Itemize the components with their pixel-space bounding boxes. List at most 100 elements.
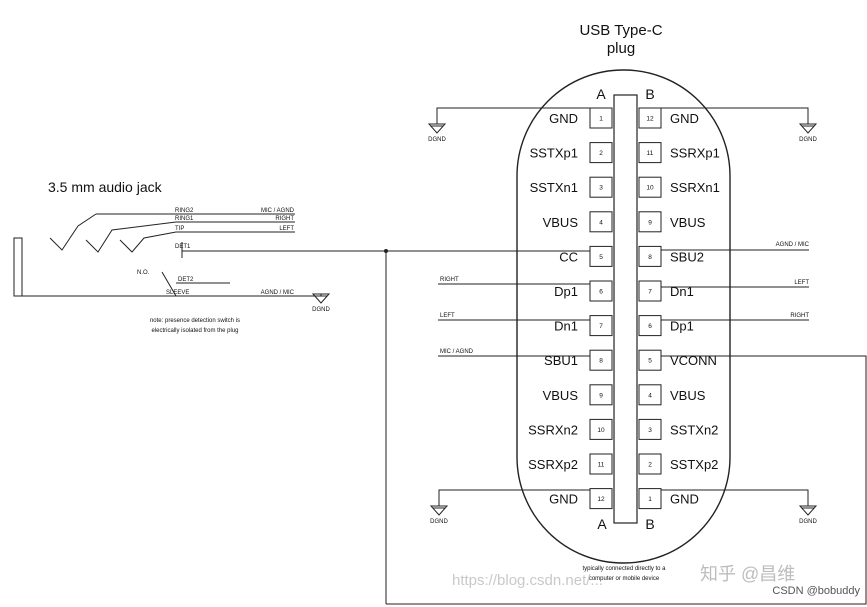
pin-name-a: GND (549, 492, 578, 507)
pin-number-a: 5 (599, 254, 603, 261)
jack-signal-left: LEFT (279, 226, 294, 232)
dgnd-label: DGND (799, 519, 817, 525)
side-a-bottom: A (597, 516, 607, 532)
pin-box-b (638, 280, 662, 302)
pin-number-a: 2 (599, 150, 603, 157)
pin-number-b: 12 (646, 116, 654, 123)
pin-box-b (638, 418, 662, 440)
pin-name-a: SSTXn1 (530, 180, 578, 195)
pin-row: Dn1 7 6 Dp1 (554, 315, 694, 337)
left-signal-mic-agnd: MIC / AGND (440, 349, 474, 355)
pin-box-b (638, 453, 662, 475)
pin-box-b (638, 211, 662, 233)
gnd-bottom-right: DGND (661, 489, 817, 525)
pin-name-b: GND (670, 111, 699, 126)
pin-number-b: 4 (648, 392, 652, 399)
pin-number-b: 5 (648, 358, 652, 365)
dgnd-label: DGND (799, 137, 817, 143)
pin-number-b: 6 (648, 323, 652, 330)
pin-name-b: Dp1 (670, 319, 694, 334)
right-signal-agnd-mic: AGND / MIC (776, 242, 810, 248)
jack-contact-sleeve: SLEEVE (166, 290, 189, 296)
pin-name-b: VBUS (670, 388, 706, 403)
pin-box-a (589, 107, 613, 129)
pin-box-b (638, 315, 662, 337)
usb-title-line2: plug (607, 40, 635, 57)
pin-name-a: VBUS (543, 215, 579, 230)
pin-row: VBUS 9 4 VBUS (543, 384, 706, 406)
gnd-top-right: DGND (661, 107, 817, 143)
note-line1: note: presence detection switch is (150, 318, 240, 324)
pin-number-a: 7 (599, 323, 603, 330)
pin-number-a: 8 (599, 358, 603, 365)
pin-name-a: GND (549, 111, 578, 126)
pin-number-b: 11 (647, 150, 654, 157)
pin-number-a: 12 (597, 496, 605, 503)
pin-name-b: SSRXp1 (670, 146, 720, 161)
pin-row: CC 5 8 SBU2 (559, 245, 704, 267)
bottom-note-line1: typically connected directly to a (582, 566, 666, 572)
gnd-top-left: DGND (427, 107, 590, 143)
pin-name-b: VBUS (670, 215, 706, 230)
pin-box-a (589, 453, 613, 475)
pin-box-b (638, 245, 662, 267)
pin-box-b (638, 488, 662, 510)
dgnd-label: DGND (428, 137, 446, 143)
pin-number-a: 10 (597, 427, 605, 434)
pin-name-a: SSRXn2 (528, 422, 578, 437)
side-b-top: B (645, 86, 654, 102)
pin-number-a: 3 (599, 185, 603, 192)
pin-name-a: SSRXp2 (528, 457, 578, 472)
pin-box-b (638, 107, 662, 129)
plug-center-bar (613, 94, 638, 524)
pin-box-a (589, 349, 613, 371)
pin-name-a: Dp1 (554, 284, 578, 299)
pin-box-a (589, 176, 613, 198)
pin-box-b (638, 349, 662, 371)
left-signal-left: LEFT (440, 313, 455, 319)
pin-number-a: 9 (599, 392, 603, 399)
pin-name-b: SSTXn2 (670, 422, 718, 437)
jack-contact-ring2: RING2 (175, 208, 194, 214)
pin-name-a: SSTXp1 (530, 146, 578, 161)
dgnd-label: DGND (430, 519, 448, 525)
pin-number-b: 9 (648, 219, 652, 226)
pin-number-a: 6 (599, 289, 603, 296)
pin-name-b: VCONN (670, 353, 717, 368)
pin-name-a: Dn1 (554, 319, 578, 334)
audio-jack-title: 3.5 mm audio jack (48, 179, 163, 195)
pin-box-b (638, 176, 662, 198)
pin-box-a (589, 418, 613, 440)
pin-number-b: 10 (646, 185, 654, 192)
note-line2: electrically isolated from the plug (151, 328, 238, 334)
jack-contact-tip: TIP (175, 226, 184, 232)
jack-signal-agnd-mic: AGND / MIC (261, 290, 295, 296)
jack-contact-ring1: RING1 (175, 216, 194, 222)
pin-box-a (589, 384, 613, 406)
jack-signal-mic-agnd: MIC / AGND (261, 208, 295, 214)
jack-contact-det2: DET2 (178, 277, 194, 283)
side-b-bottom: B (645, 516, 654, 532)
pin-name-b: SBU2 (670, 249, 704, 264)
pin-box-a (589, 488, 613, 510)
bottom-note-line2: computer or mobile device (589, 576, 660, 582)
pin-box-b (638, 384, 662, 406)
gnd-bottom-left: DGND (429, 489, 590, 525)
pin-box-a (589, 315, 613, 337)
pin-name-a: VBUS (543, 388, 579, 403)
pin-name-a: CC (559, 249, 578, 264)
pin-number-a: 1 (599, 116, 603, 123)
pin-box-a (589, 142, 613, 164)
watermark-url: https://blog.csdn.net/... (452, 572, 603, 589)
usb-title-line1: USB Type-C (579, 22, 662, 39)
pin-row: GND 1 12 GND (549, 107, 699, 129)
pin-number-b: 8 (648, 254, 652, 261)
side-a-top: A (596, 86, 606, 102)
